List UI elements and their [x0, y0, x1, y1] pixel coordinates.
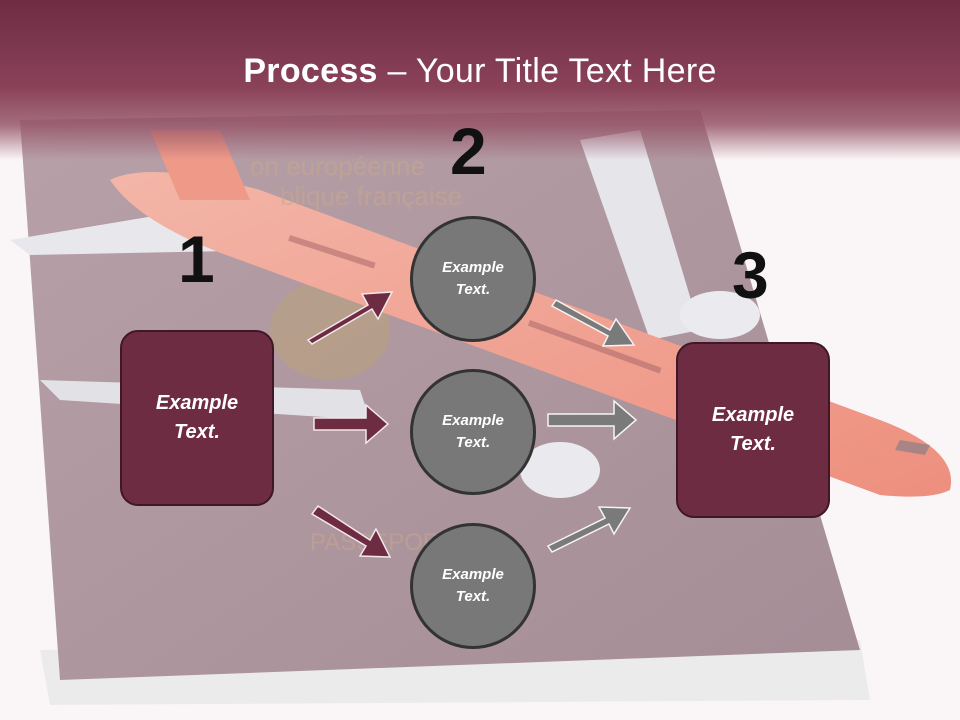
circle-middle-line2: Text. — [455, 434, 491, 451]
step-1-box: Example Text. — [120, 330, 274, 506]
svg-text:blique française: blique française — [280, 181, 462, 211]
circle-middle-line1: Example — [442, 411, 504, 429]
step-2-circle-middle: Example Text. — [410, 369, 536, 495]
step-1-box-line1: Example — [155, 392, 239, 414]
circle-top-line2: Text. — [455, 281, 491, 298]
arrow-right-down — [550, 299, 636, 347]
step-3-box-line2: Text. — [730, 433, 776, 455]
step-number-3: 3 — [732, 238, 769, 312]
step-3-box-line1: Example — [711, 404, 795, 426]
arrow-left-middle — [313, 403, 390, 445]
arrow-right-middle — [547, 399, 638, 441]
circle-bottom-line1: Example — [442, 565, 504, 583]
title-bar — [0, 0, 960, 160]
slide-title: Process – Your Title Text Here — [0, 52, 960, 91]
step-2-circle-top: Example Text. — [410, 216, 536, 342]
step-number-1: 1 — [178, 222, 215, 296]
step-number-2: 2 — [450, 114, 487, 188]
circle-top-line1: Example — [442, 258, 504, 276]
circle-bottom-line2: Text. — [455, 588, 491, 605]
arrow-left-up — [306, 291, 394, 345]
title-bold: Process — [243, 52, 378, 90]
step-2-circle-bottom: Example Text. — [410, 523, 536, 649]
step-3-box: Example Text. — [676, 342, 830, 518]
arrow-left-down — [310, 504, 392, 558]
title-rest: – Your Title Text Here — [377, 52, 717, 90]
step-1-box-line2: Text. — [174, 421, 220, 443]
arrow-right-up — [546, 506, 632, 553]
